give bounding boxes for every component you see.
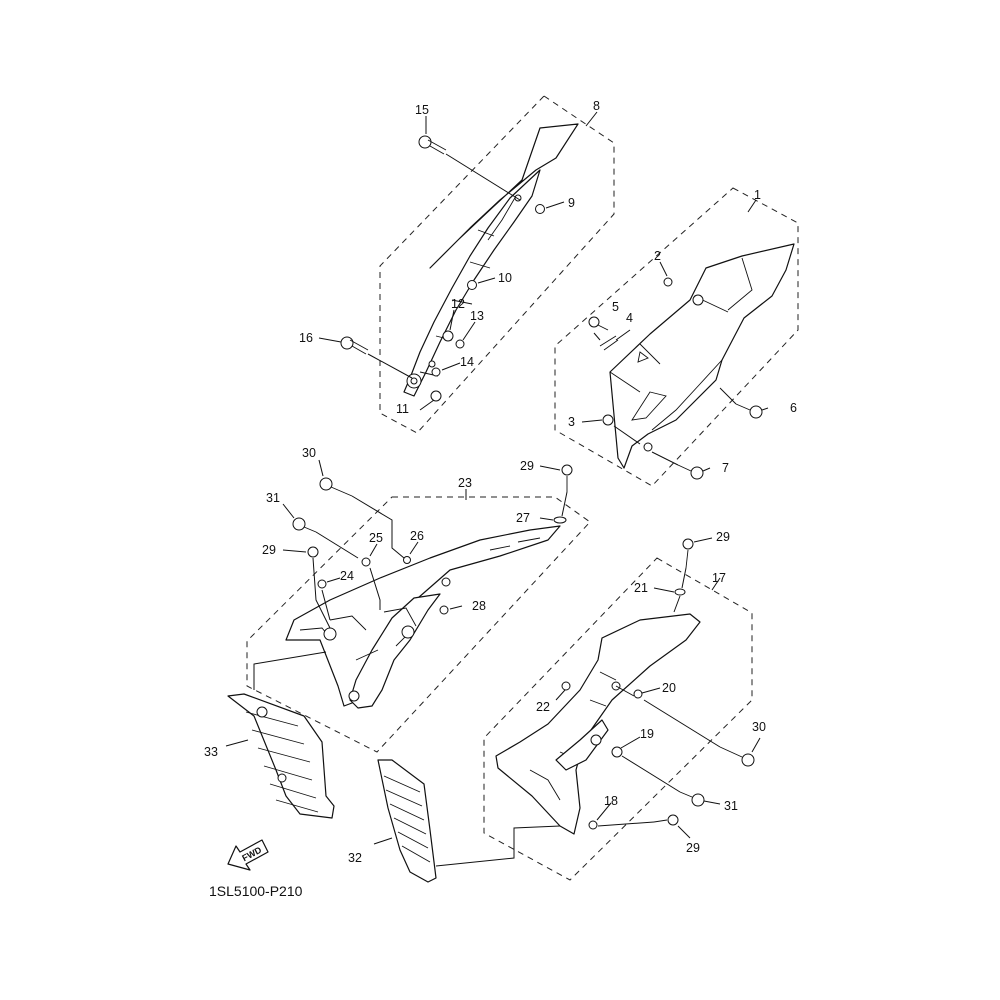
grommet-13 bbox=[455, 339, 465, 349]
callout-23: 23 bbox=[458, 476, 472, 490]
callout-28: 28 bbox=[472, 599, 486, 613]
nut-25 bbox=[361, 557, 371, 567]
callout-4: 4 bbox=[626, 311, 633, 325]
bolt-15 bbox=[418, 135, 447, 155]
bolt-31-upper bbox=[292, 517, 317, 533]
group-outlines bbox=[246, 95, 799, 881]
callout-10: 10 bbox=[498, 271, 512, 285]
shroud-panel-8 bbox=[403, 123, 579, 397]
nut-2 bbox=[663, 277, 673, 287]
callout-31-upper: 31 bbox=[266, 491, 280, 505]
callout-12: 12 bbox=[451, 297, 465, 311]
bolt-30-lower bbox=[719, 746, 755, 767]
bolt-30-upper bbox=[319, 477, 353, 497]
washer-14 bbox=[431, 367, 441, 377]
inner-panel-23 bbox=[285, 525, 561, 709]
group-outline-17 bbox=[483, 557, 753, 881]
washer-19 bbox=[611, 746, 623, 758]
forward-arrow: FWD bbox=[227, 839, 269, 871]
bolt-29-right-top bbox=[682, 538, 694, 569]
nut-9 bbox=[535, 204, 545, 214]
callout-29-right-bottom: 29 bbox=[686, 841, 700, 855]
callout-14: 14 bbox=[460, 355, 474, 369]
callout-2: 2 bbox=[654, 249, 661, 263]
callout-19: 19 bbox=[640, 727, 654, 741]
washer-11 bbox=[430, 390, 442, 402]
callout-22: 22 bbox=[536, 700, 550, 714]
washer-27 bbox=[553, 516, 567, 524]
callout-18: 18 bbox=[604, 794, 618, 808]
bolt-6 bbox=[735, 403, 763, 419]
callout-3: 3 bbox=[568, 415, 575, 429]
callout-33: 33 bbox=[204, 745, 218, 759]
callout-27: 27 bbox=[516, 511, 530, 525]
callout-29-top: 29 bbox=[520, 459, 534, 473]
bolt-28 bbox=[439, 605, 449, 615]
radiator-louver-32 bbox=[377, 759, 437, 883]
callout-25: 25 bbox=[369, 531, 383, 545]
radiator-louver-33 bbox=[227, 693, 335, 819]
bolt-5 bbox=[588, 316, 609, 331]
group-outline-8 bbox=[379, 95, 615, 434]
collar-24 bbox=[317, 579, 327, 589]
bolt-31-lower bbox=[679, 791, 705, 807]
callout-8: 8 bbox=[593, 99, 600, 113]
group-outline-23 bbox=[246, 496, 591, 753]
callout-6: 6 bbox=[790, 401, 797, 415]
bolt-29-right-bottom bbox=[653, 814, 679, 826]
callout-15: 15 bbox=[415, 103, 429, 117]
callout-1: 1 bbox=[754, 188, 761, 202]
callout-9: 9 bbox=[568, 196, 575, 210]
hardware bbox=[292, 135, 763, 830]
collar-12 bbox=[442, 330, 454, 342]
callout-7: 7 bbox=[722, 461, 729, 475]
parts: FWD bbox=[227, 123, 795, 883]
side-cover-1 bbox=[609, 243, 795, 469]
washer-10 bbox=[467, 280, 477, 290]
bolt-7 bbox=[677, 464, 704, 480]
callout-30-lower: 30 bbox=[752, 720, 766, 734]
callout-29-left: 29 bbox=[262, 543, 276, 557]
bolt-16 bbox=[340, 336, 369, 355]
callout-17: 17 bbox=[712, 571, 726, 585]
grommet-3 bbox=[602, 414, 614, 426]
callout-24: 24 bbox=[340, 569, 354, 583]
callout-16: 16 bbox=[299, 331, 313, 345]
grommet-22 bbox=[561, 681, 571, 691]
callout-26: 26 bbox=[410, 529, 424, 543]
diagram-code: 1SL5100-P210 bbox=[209, 883, 303, 899]
callout-30-upper: 30 bbox=[302, 446, 316, 460]
bolt-29-left bbox=[307, 546, 319, 558]
washer-21 bbox=[674, 588, 686, 596]
clip-4 bbox=[599, 335, 619, 351]
bolt-29-top bbox=[561, 464, 573, 492]
lower-shroud-17 bbox=[495, 613, 701, 835]
callouts: 1 2 3 4 5 6 7 8 9 10 11 12 13 14 15 16 1… bbox=[204, 99, 797, 865]
collar-20 bbox=[633, 689, 643, 699]
callout-31-lower: 31 bbox=[724, 799, 738, 813]
callout-29-right-top: 29 bbox=[716, 530, 730, 544]
grommet-18 bbox=[588, 820, 598, 830]
callout-20: 20 bbox=[662, 681, 676, 695]
grommet-26 bbox=[403, 556, 411, 564]
callout-21: 21 bbox=[634, 581, 648, 595]
leader-lines bbox=[225, 111, 769, 867]
callout-11: 11 bbox=[396, 402, 409, 416]
callout-13: 13 bbox=[470, 309, 484, 323]
callout-5: 5 bbox=[612, 300, 619, 314]
callout-32: 32 bbox=[348, 851, 362, 865]
